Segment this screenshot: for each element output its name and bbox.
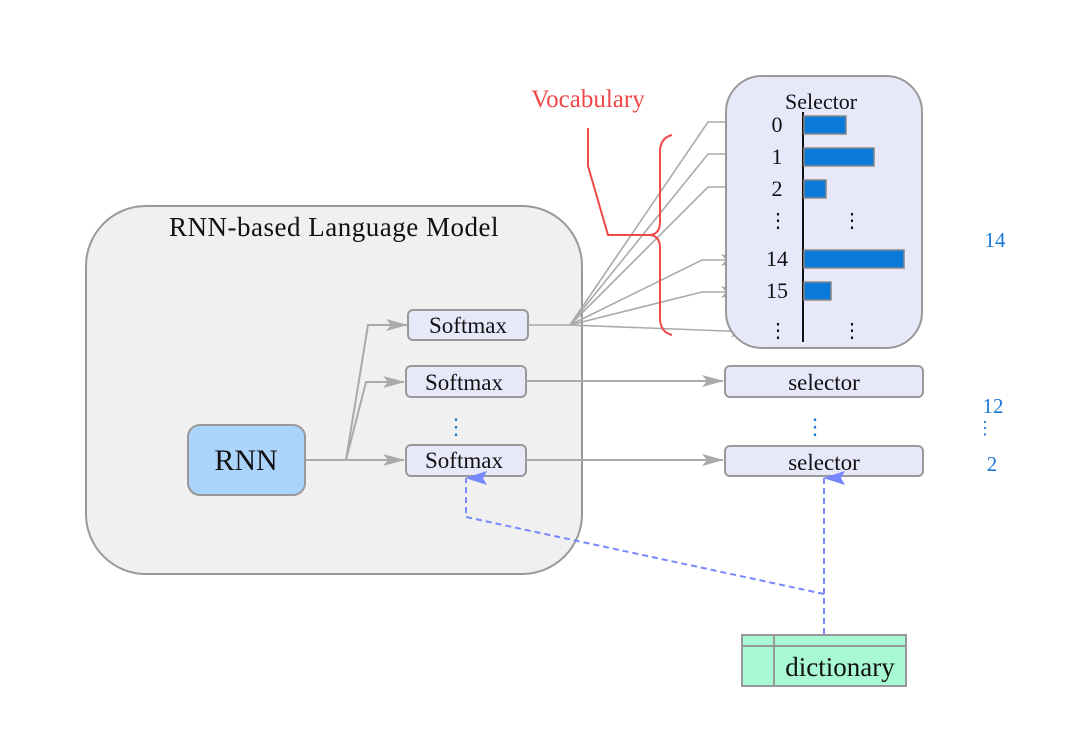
vocabulary-brace <box>587 128 673 336</box>
rnn-to-softmax-arrows <box>305 319 408 466</box>
rnn-label: RNN <box>214 444 277 477</box>
rnn-node[interactable]: RNN <box>187 424 306 496</box>
selector-row-index: 0 <box>772 112 783 137</box>
side-value: 2 <box>987 452 998 476</box>
selector-row-index: 2 <box>772 176 783 201</box>
selector-bar-1 <box>803 147 875 167</box>
selector-label: selector <box>788 450 860 475</box>
side-value: 14 <box>985 228 1007 252</box>
softmax-node-2[interactable]: Softmax <box>405 365 527 398</box>
softmax-label: Softmax <box>425 448 503 473</box>
softmax-to-selector-arrows <box>526 375 724 466</box>
selector-ellipsis: ⋮ <box>804 414 826 439</box>
selector-label: selector <box>788 370 860 395</box>
dictionary-node[interactable]: dictionary <box>741 634 907 687</box>
selector-row-index: 14 <box>766 246 788 271</box>
selector-row-ellipsis: ⋮ <box>768 320 788 342</box>
selector-row-index: 15 <box>766 278 788 303</box>
selector-bar-0 <box>803 115 847 135</box>
selector-panel: Selector 0 1 2 ⋮ ⋮ 14 15 ⋮ ⋮ <box>725 75 923 349</box>
selector-panel-title: Selector <box>785 89 858 114</box>
side-ellipsis: ⋮ <box>976 418 994 438</box>
selector-row-ellipsis: ⋮ <box>768 210 788 232</box>
selector-bar-14 <box>803 249 905 269</box>
selector-bar-2 <box>803 179 827 199</box>
softmax-node-1[interactable]: Softmax <box>407 309 529 341</box>
selector-row-index: 1 <box>772 144 783 169</box>
language-model-title: RNN-based Language Model <box>169 212 499 242</box>
selector-node-2[interactable]: selector <box>724 445 924 477</box>
softmax-label: Softmax <box>429 313 507 338</box>
side-value: 12 <box>983 394 1004 418</box>
dictionary-links <box>465 471 845 634</box>
dictionary-label: dictionary <box>785 652 895 682</box>
vocabulary-label: Vocabulary <box>531 86 645 113</box>
selector-bar-ellipsis: ⋮ <box>842 210 862 232</box>
selector-bar-ellipsis: ⋮ <box>842 320 862 342</box>
selector-bar-15 <box>803 281 832 301</box>
softmax-node-3[interactable]: Softmax <box>405 444 527 477</box>
softmax-label: Softmax <box>425 370 503 395</box>
selector-node-1[interactable]: selector <box>724 365 924 398</box>
softmax-ellipsis: ⋮ <box>445 414 467 439</box>
